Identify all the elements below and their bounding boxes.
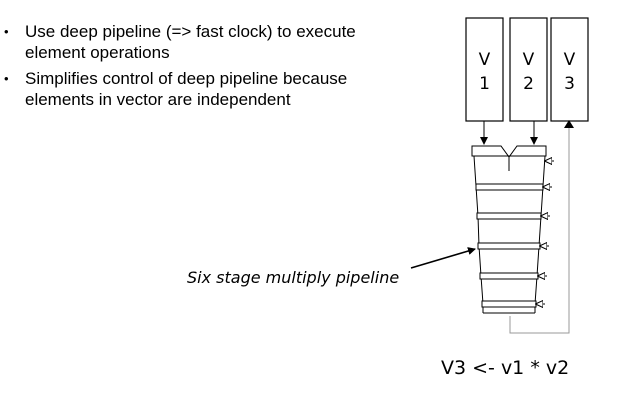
bullet-glyph: • (4, 71, 9, 86)
register-v1-letter: V (479, 50, 491, 70)
operation-caption: V3 <- v1 * v2 (441, 357, 569, 379)
register-v3-letter: V (564, 50, 576, 70)
register-v2-number: 2 (523, 74, 534, 94)
bullet-text: Simplifies control of deep pipeline beca… (25, 69, 348, 109)
pipeline-right-wall (534, 155, 546, 313)
result-return-path (509, 124, 570, 334)
pipeline-left-wall (473, 155, 484, 313)
pipeline-stage-2 (476, 213, 550, 219)
register-v1-number: 1 (479, 74, 490, 94)
pipeline-stage-5 (481, 301, 545, 307)
register-v3: V 3 (550, 17, 589, 122)
register-v2: V 2 (509, 17, 548, 122)
pipeline-stage-1 (475, 184, 552, 190)
register-v2-letter: V (523, 50, 535, 70)
register-v1: V 1 (465, 17, 504, 122)
pipeline-stage-3 (477, 243, 549, 249)
bullet-item: • Simplifies control of deep pipeline be… (4, 68, 364, 110)
register-v3-number: 3 (564, 74, 575, 94)
bullet-text: Use deep pipeline (=> fast clock) to exe… (25, 22, 356, 62)
pipeline-label: Six stage multiply pipeline (187, 268, 399, 287)
pipeline-label-pointer (410, 247, 476, 269)
pipeline-stage-4 (479, 273, 547, 279)
bullet-glyph: • (4, 24, 9, 39)
bullet-item: • Use deep pipeline (=> fast clock) to e… (4, 21, 364, 63)
v3-result-arrowhead (564, 120, 574, 128)
multiply-pipeline (471, 145, 554, 314)
pipeline-input-merge (471, 145, 547, 158)
bullet-list: • Use deep pipeline (=> fast clock) to e… (4, 21, 364, 115)
